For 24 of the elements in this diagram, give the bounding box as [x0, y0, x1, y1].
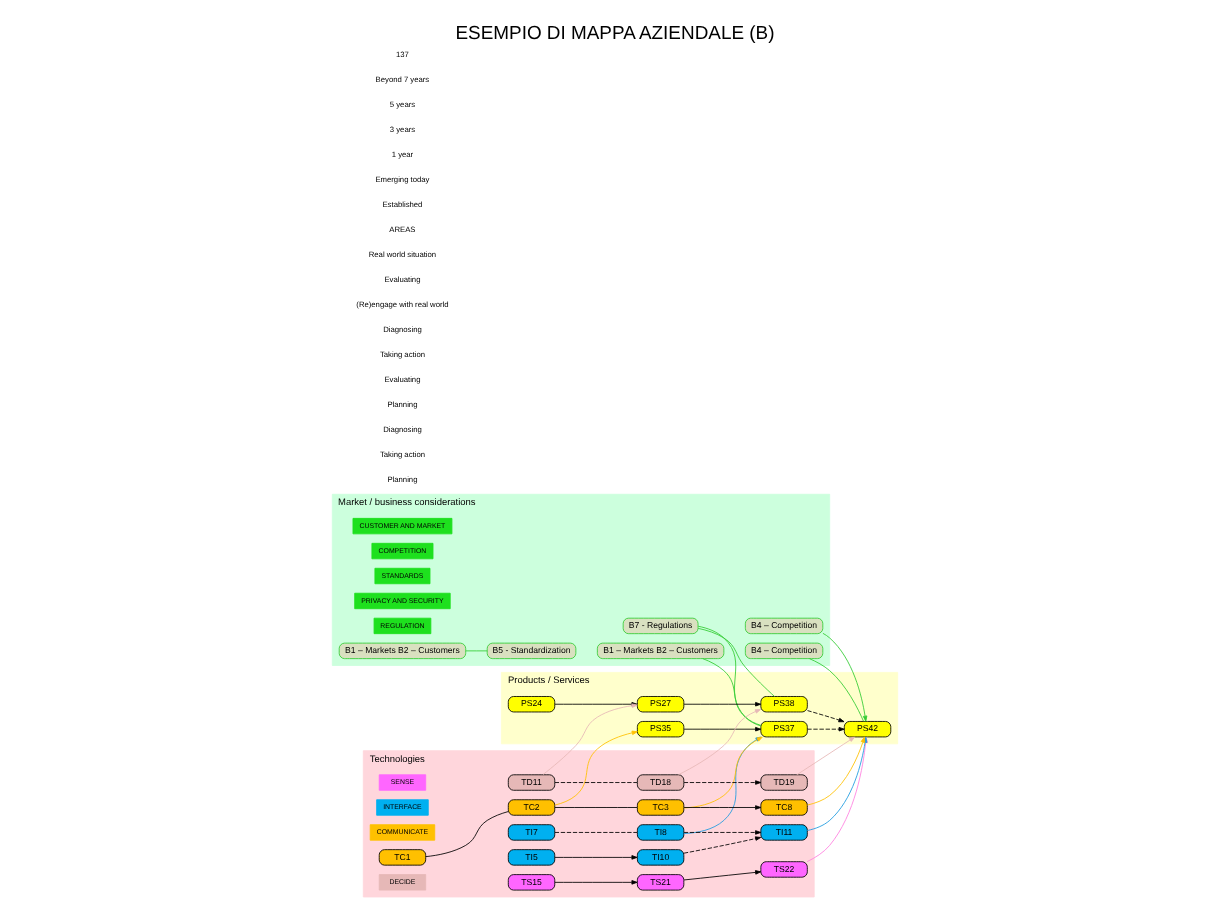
arrow: [682, 780, 761, 785]
arrow: [682, 702, 761, 707]
arrow: [682, 726, 761, 732]
diagram-title: ESEMPIO DI MAPPA AZIENDALE (B): [454, 22, 774, 45]
connector: [424, 811, 508, 858]
connector: [808, 658, 863, 722]
arrow: [682, 805, 761, 810]
connector: [553, 782, 637, 783]
arrow: [682, 836, 761, 854]
arrow: [806, 726, 844, 732]
arrow: [821, 632, 867, 722]
arrow: [682, 830, 761, 835]
connector: [696, 627, 774, 697]
connector: [553, 807, 637, 808]
connector: [696, 625, 761, 727]
arrow: [795, 736, 854, 776]
connector: [553, 832, 637, 833]
arrow: [553, 880, 637, 885]
connector: [464, 650, 487, 652]
connector: [701, 658, 761, 726]
arrow: [553, 855, 637, 860]
arrow: [682, 870, 761, 881]
arrow: [806, 710, 844, 723]
arrow: [553, 730, 637, 806]
